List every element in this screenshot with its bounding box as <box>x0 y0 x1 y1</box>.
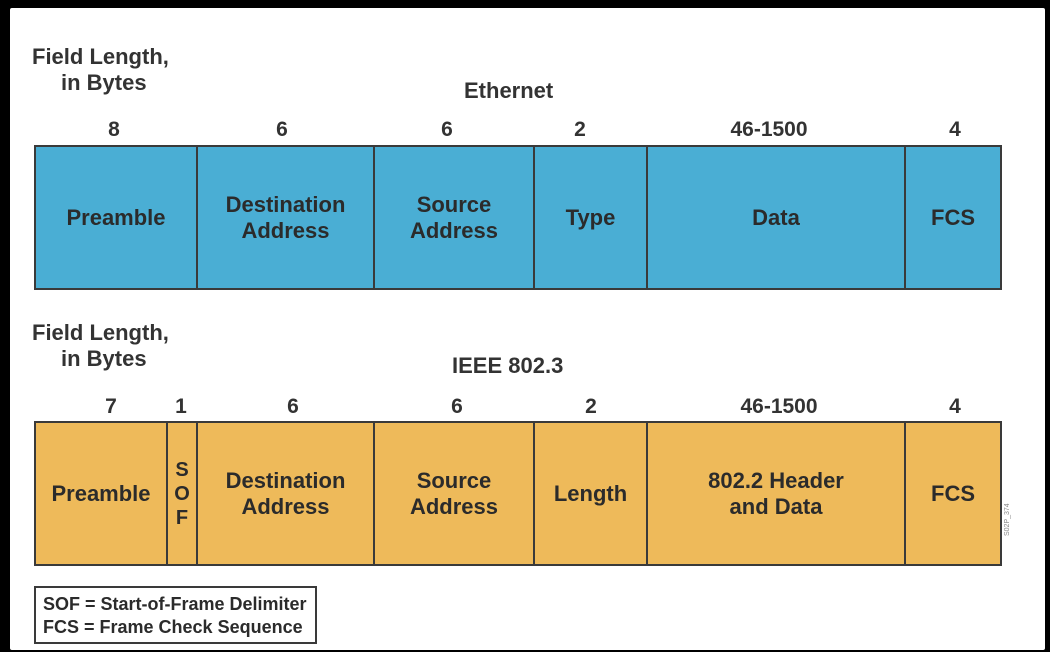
ieee-len-data: 46-1500 <box>740 395 818 418</box>
ieee-len-src: 6 <box>451 395 463 418</box>
eth-len-preamble: 8 <box>108 118 120 141</box>
ieee-field-source-address: Source Address <box>375 423 535 564</box>
ieee-field-length-line2: in Bytes <box>61 346 147 371</box>
ieee-802-3-frame: Preamble S O F Destination Address Sourc… <box>34 421 1002 566</box>
legend-box: SOF = Start-of-Frame Delimiter FCS = Fra… <box>34 586 317 644</box>
ieee-field-length-line1: Field Length, <box>32 320 169 345</box>
eth-field-preamble: Preamble <box>36 147 198 288</box>
eth-field-length-label: Field Length, in Bytes <box>32 44 169 96</box>
ieee-len-preamble: 7 <box>105 395 117 418</box>
eth-field-length-line1: Field Length, <box>32 44 169 69</box>
eth-frame-title: Ethernet <box>464 78 554 103</box>
legend-sof: SOF = Start-of-Frame Delimiter <box>43 594 307 614</box>
ieee-len-length: 2 <box>585 395 597 418</box>
eth-field-type: Type <box>535 147 648 288</box>
eth-field-length-line2: in Bytes <box>61 70 147 95</box>
figure-id-watermark: S02P_374 <box>1004 503 1011 536</box>
ieee-field-sof: S O F <box>168 423 198 564</box>
eth-field-source-address: Source Address <box>375 147 535 288</box>
eth-field-data: Data <box>648 147 906 288</box>
ieee-len-sof: 1 <box>175 395 187 418</box>
eth-len-fcs: 4 <box>949 118 961 141</box>
ieee-frame-title: IEEE 802.3 <box>452 353 564 378</box>
ieee-field-header-and-data: 802.2 Header and Data <box>648 423 906 564</box>
ethernet-frame: Preamble Destination Address Source Addr… <box>34 145 1002 290</box>
eth-len-data: 46-1500 <box>730 118 808 141</box>
eth-field-destination-address: Destination Address <box>198 147 375 288</box>
ieee-field-preamble: Preamble <box>36 423 168 564</box>
eth-len-type: 2 <box>574 118 586 141</box>
eth-field-fcs: FCS <box>931 204 975 230</box>
eth-len-dest: 6 <box>276 118 288 141</box>
ieee-field-length-label: Field Length, in Bytes <box>32 320 169 372</box>
eth-len-src: 6 <box>441 118 453 141</box>
diagram-canvas: Field Length, in Bytes Ethernet 8 6 6 2 … <box>10 8 1045 650</box>
ieee-len-fcs: 4 <box>949 395 961 418</box>
ieee-field-fcs: FCS <box>931 480 975 506</box>
ieee-field-length: Length <box>535 423 648 564</box>
ieee-len-dest: 6 <box>287 395 299 418</box>
ieee-field-destination-address: Destination Address <box>198 423 375 564</box>
legend-fcs: FCS = Frame Check Sequence <box>43 617 303 637</box>
